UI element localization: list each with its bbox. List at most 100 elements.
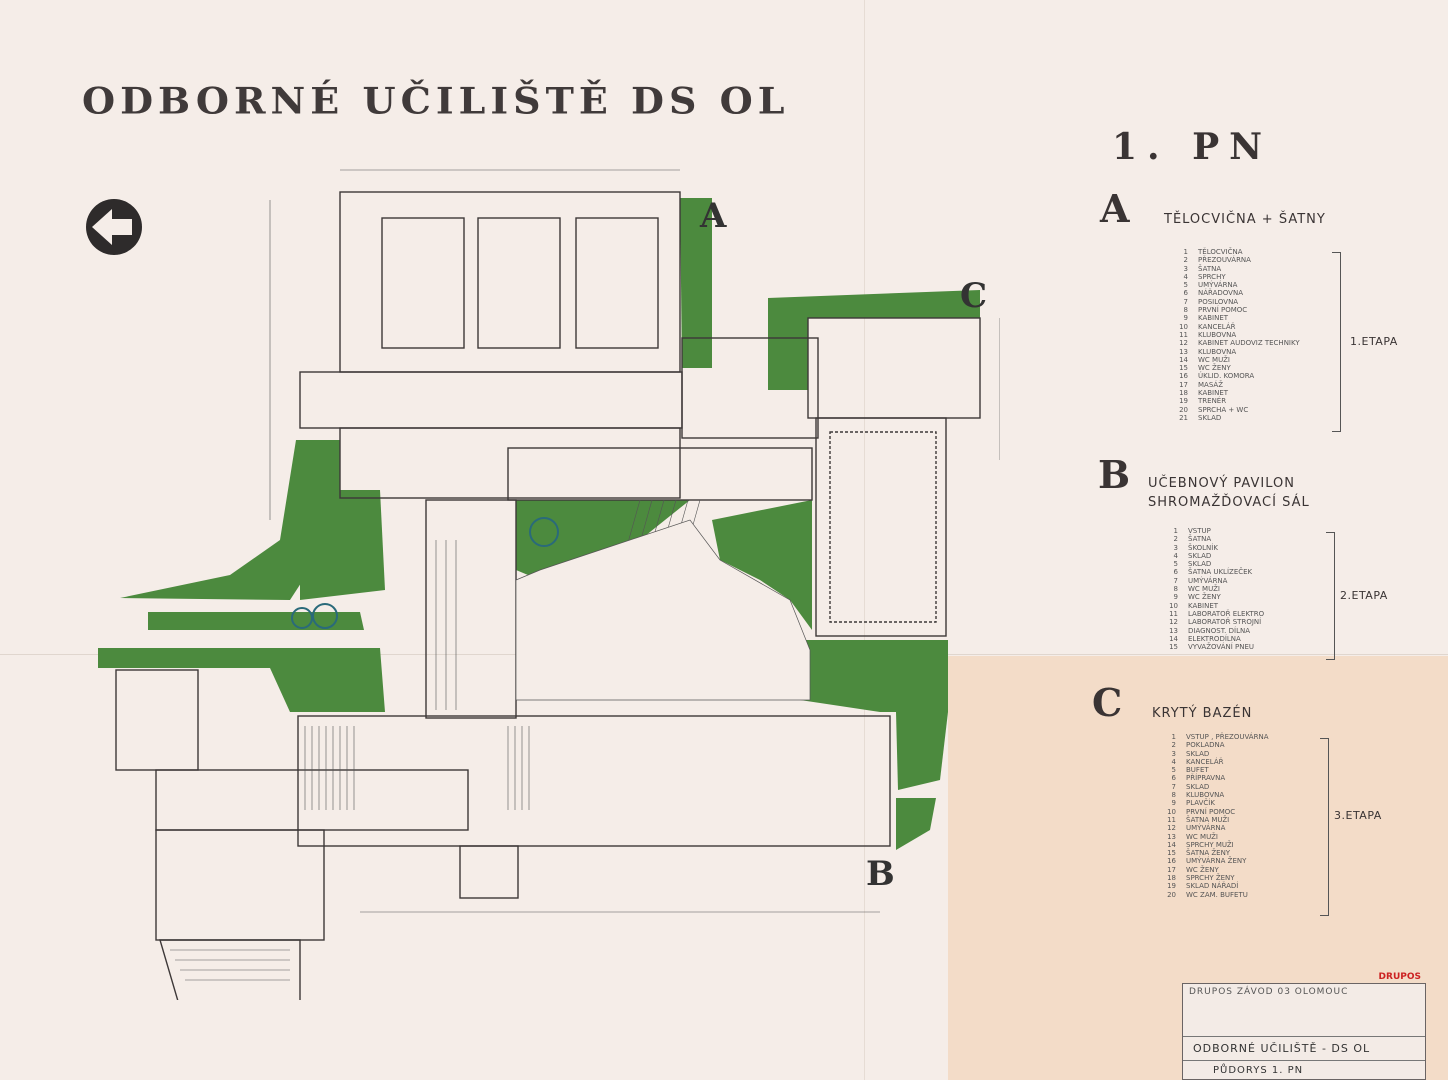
- room-number: 9: [1173, 593, 1178, 602]
- room-name: DIAGNOST. DÍLNA: [1188, 626, 1251, 635]
- room-name: ELEKTRODÍLNA: [1188, 634, 1241, 643]
- room-name: UMÝVÁRNA: [1188, 576, 1228, 585]
- section-c-heading: KRYTÝ BAZÉN: [1152, 706, 1253, 721]
- title-block-project: ODBORNÉ UČILIŠTĚ - DS OL: [1193, 1042, 1371, 1055]
- section-b-letter: B: [1098, 452, 1131, 497]
- room-number: 1: [1183, 248, 1188, 256]
- section-c-letter: C: [1092, 680, 1123, 725]
- room-name: PŘEZOUVÁRNA: [1198, 256, 1251, 265]
- room-name: SPRCHY: [1198, 272, 1226, 281]
- room-number: 3: [1183, 264, 1188, 273]
- plan-label-c: C: [960, 276, 988, 316]
- room-name: TĚLOCVIČNA: [1198, 248, 1243, 256]
- room-name: KABINET: [1188, 601, 1219, 610]
- room-legend-item: 3 ŠKOLNÍK: [1150, 544, 1264, 552]
- title-block-divider-2: [1183, 1060, 1425, 1061]
- section-a-letter: A: [1100, 186, 1130, 231]
- room-number: 14: [1169, 634, 1178, 643]
- room-number: 7: [1171, 782, 1176, 791]
- section-a-heading: TĚLOCVIČNA + ŠATNY: [1164, 212, 1326, 227]
- central-corridor: [425, 499, 517, 719]
- room-number: 7: [1183, 297, 1188, 306]
- room-name: BUFET: [1186, 766, 1209, 775]
- room-number: 5: [1183, 281, 1188, 290]
- green-west-upper: [120, 440, 340, 600]
- room-name: KABINET AUDOVIZ TECHNIKY: [1198, 339, 1300, 348]
- room-number: 18: [1167, 874, 1176, 883]
- green-west-lower: [98, 648, 385, 712]
- room-name: KLUBOVNA: [1198, 347, 1237, 356]
- room-name: PŘÍPRAVNA: [1186, 774, 1226, 783]
- room-number: 5: [1171, 766, 1176, 775]
- section-c-etapa: 3.ETAPA: [1334, 809, 1382, 822]
- plan-label-a: A: [700, 196, 727, 236]
- classroom-wing: [297, 715, 891, 847]
- room-name: ŠATNA MUŽI: [1186, 815, 1230, 824]
- room-number: 16: [1179, 372, 1188, 381]
- room-number: 15: [1169, 643, 1178, 652]
- room-name: LABORATOŘ STROJNÍ: [1188, 618, 1262, 627]
- title-block-red-stamp: DRUPOS: [1378, 972, 1421, 982]
- pool-hall: [815, 417, 947, 637]
- pool-service-block: [807, 317, 981, 419]
- green-hedge: [148, 612, 364, 630]
- room-number: 13: [1167, 832, 1176, 841]
- dimension-lines: [269, 169, 1000, 913]
- room-number: 10: [1179, 322, 1188, 331]
- room-number: 11: [1179, 330, 1188, 339]
- room-legend-item: 5 BUFET: [1148, 766, 1268, 774]
- room-name: LABORATOŘ ELEKTRO: [1188, 609, 1265, 618]
- locker-wing: [299, 371, 683, 429]
- room-number: 11: [1169, 609, 1178, 618]
- floor-plan: [98, 169, 1000, 1000]
- room-number: 14: [1179, 355, 1188, 364]
- room-name: KANCELÁŘ: [1186, 757, 1224, 766]
- green-court-right: [712, 500, 812, 630]
- room-number: 13: [1179, 347, 1188, 356]
- floor-label: 1. PN: [1112, 126, 1273, 168]
- room-name: UMÝVÁRNA: [1186, 824, 1226, 833]
- room-legend-item: 14 ELEKTRODÍLNA: [1150, 635, 1264, 643]
- room-name: POKLADNA: [1186, 741, 1225, 750]
- section-c-brace: [1320, 738, 1329, 916]
- room-legend-item: 15 VYVAŽOVÁNÍ PNEU: [1150, 643, 1264, 651]
- room-number: 7: [1173, 576, 1178, 585]
- room-name: VYVAŽOVÁNÍ PNEU: [1188, 643, 1255, 652]
- room-number: 4: [1171, 757, 1176, 766]
- room-name: WC MUŽI: [1198, 355, 1230, 364]
- room-name: ÚKLID. KOMORA: [1198, 372, 1255, 381]
- room-number: 18: [1179, 389, 1188, 398]
- room-number: 9: [1183, 314, 1188, 323]
- room-name: ŠKOLNÍK: [1188, 543, 1218, 552]
- room-number: 13: [1169, 626, 1178, 635]
- room-name: UMÝVÁRNA: [1198, 281, 1238, 290]
- room-name: UMÝVÁRNA ŽENY: [1186, 857, 1247, 866]
- fold-line-vertical: [864, 0, 865, 1080]
- green-east-strip: [896, 712, 948, 790]
- room-name: NÁŘADOVNA: [1198, 289, 1243, 298]
- room-number: 10: [1167, 807, 1176, 816]
- room-number: 3: [1173, 543, 1178, 552]
- room-number: 8: [1173, 585, 1178, 594]
- room-name: ŠATNA: [1188, 535, 1212, 544]
- room-name: VSTUP: [1188, 527, 1211, 535]
- section-a-brace: [1332, 252, 1341, 432]
